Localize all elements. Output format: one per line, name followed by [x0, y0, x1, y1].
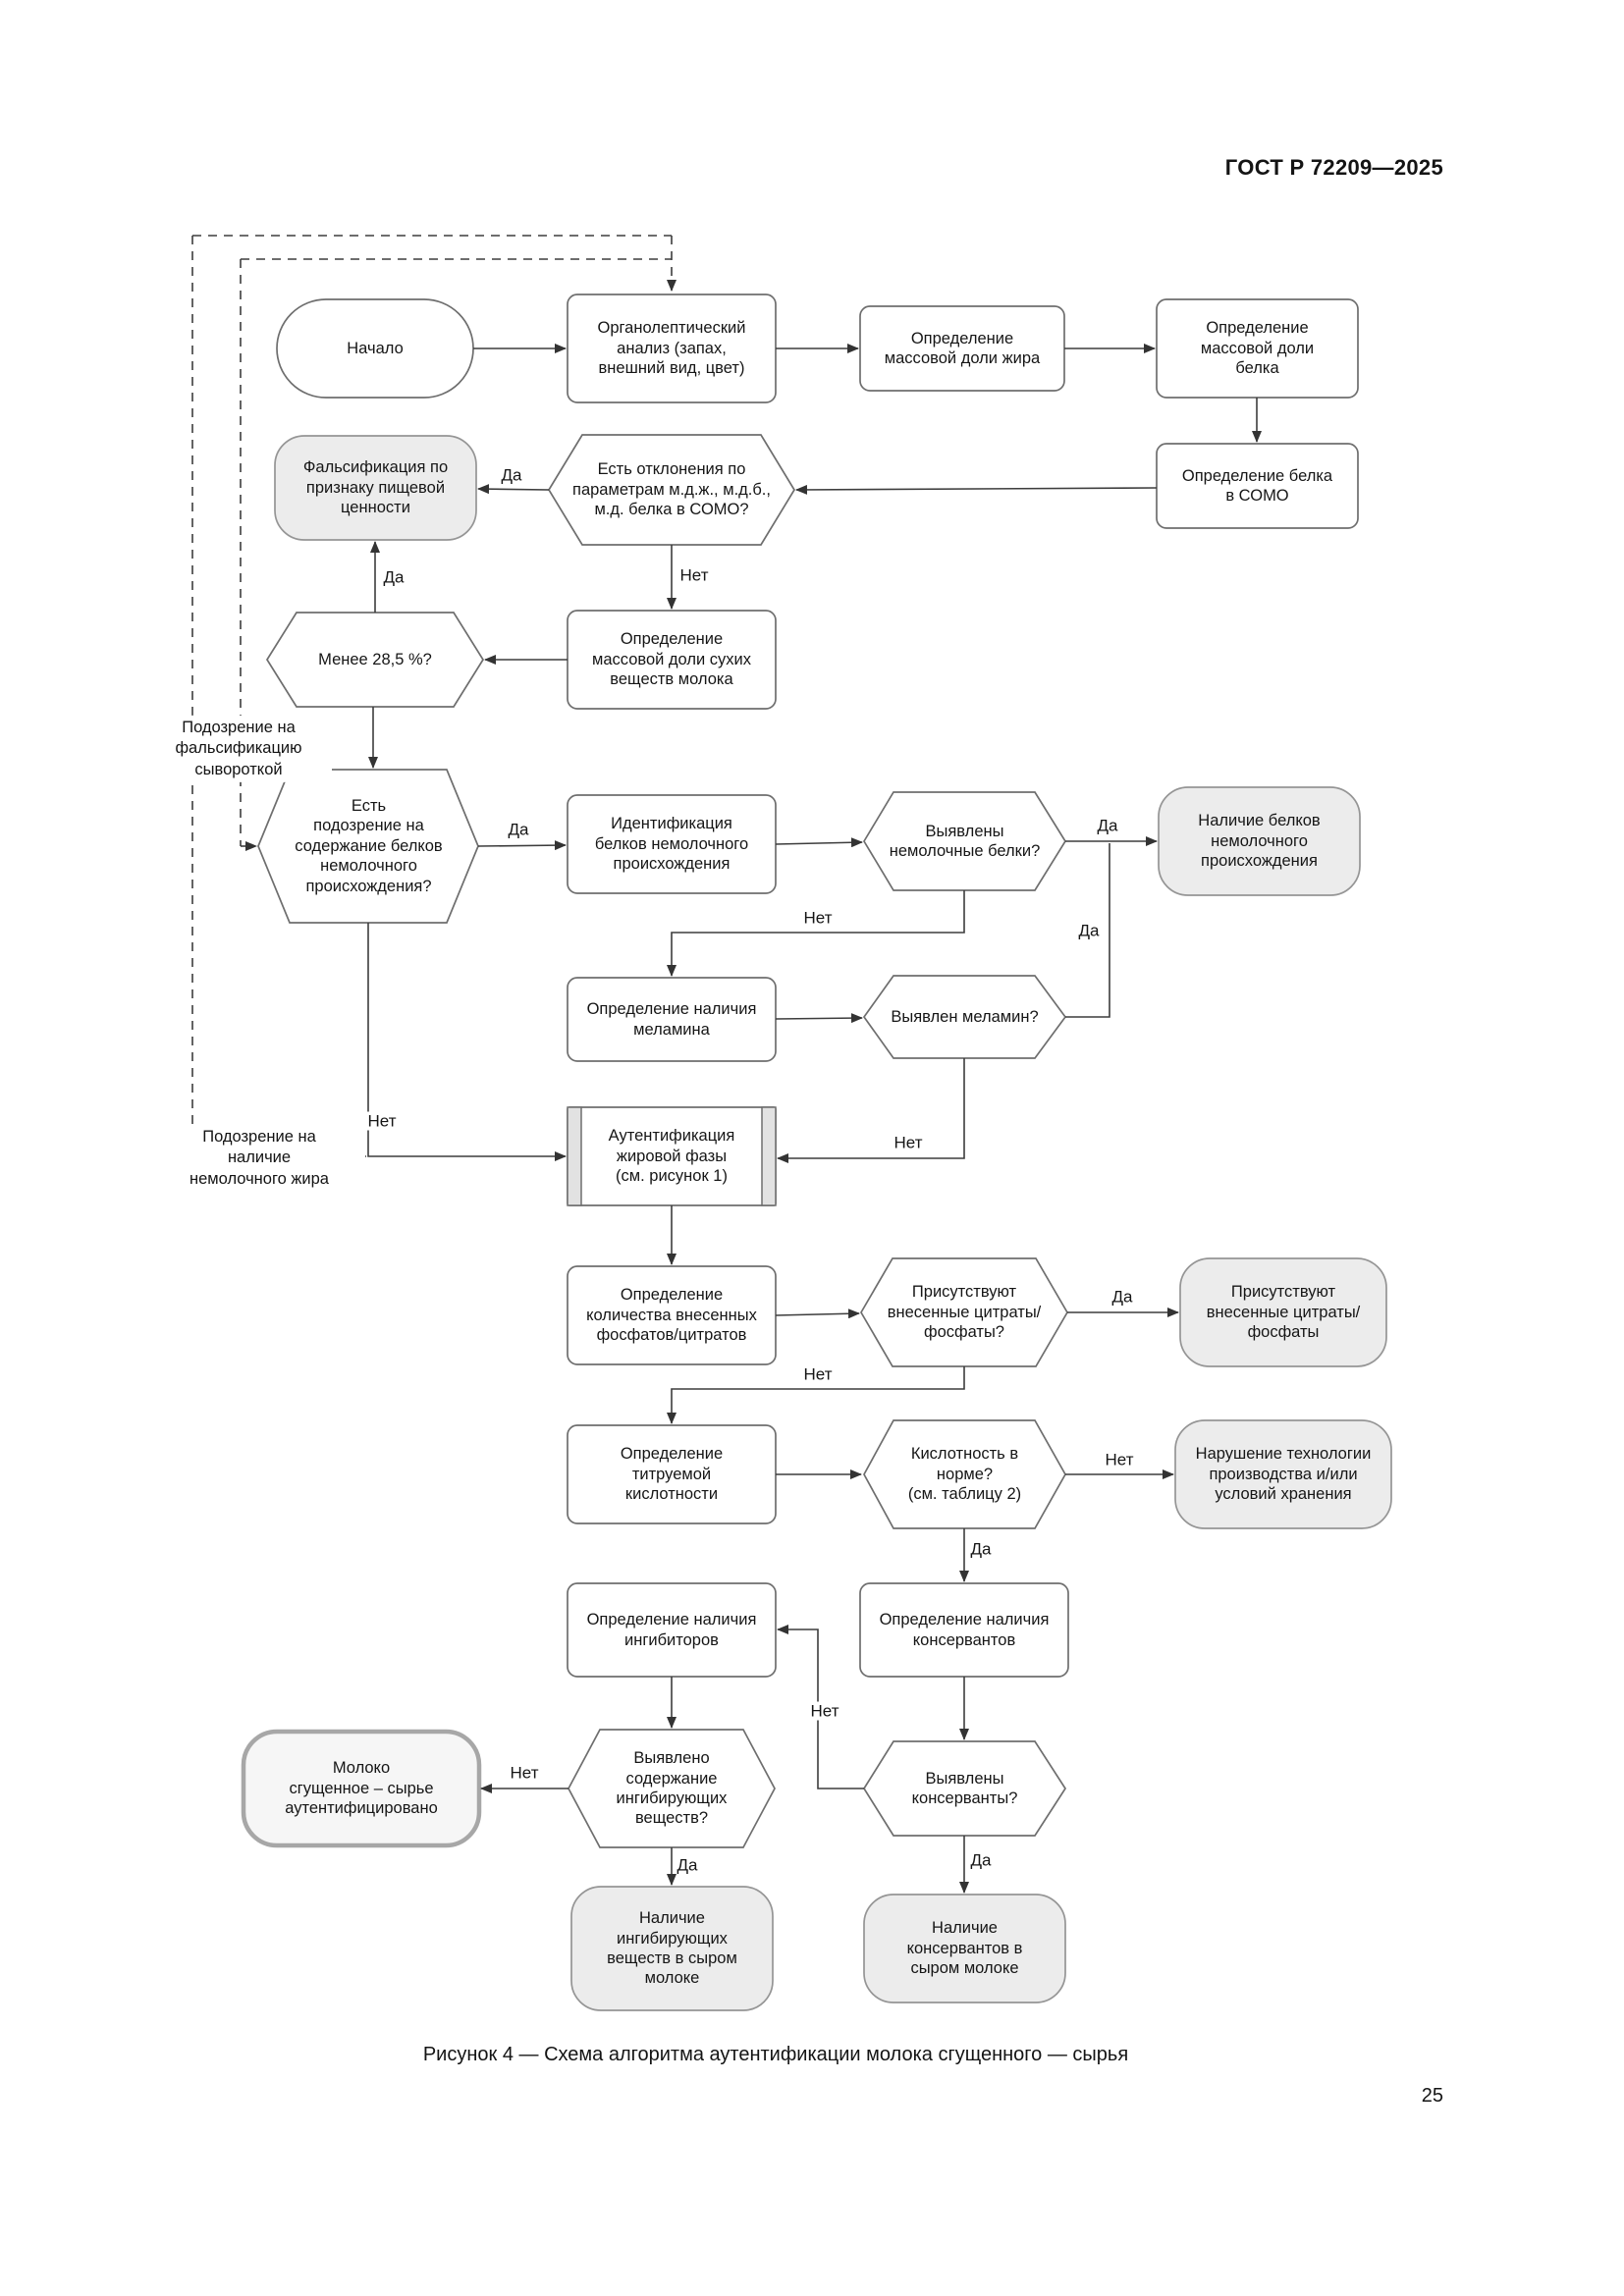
figure-caption: Рисунок 4 — Схема алгоритма аутентификац… — [422, 2044, 1129, 2065]
edge-deviations-falsification-yes — [477, 484, 550, 495]
shape-melamine-det — [567, 977, 777, 1062]
node-protein-mass-determination: Определение массовой доли белка — [1200, 319, 1315, 378]
node-deviations-decision: Есть отклонения по параметрам м.д.ж., м.… — [572, 460, 771, 519]
node-less-285-decision: Менее 28,5 %? — [318, 650, 432, 668]
node-nonmilk-proteins-presence: Наличие белков немолочного происхождения — [1198, 812, 1321, 871]
node-somo-protein-determination: Определение белка в СОМО — [1181, 466, 1333, 505]
edge-label-yes: Да — [677, 1855, 698, 1875]
edge-label-yes: Да — [501, 465, 522, 485]
node-nonmilk-proteins-decision: Выявлены немолочные белки? — [889, 822, 1041, 860]
edge-label-no: Нет — [1105, 1450, 1134, 1469]
shape-phosphates-presence — [1179, 1257, 1387, 1367]
node-phosphates-presence: Присутствуют внесенные цитраты/ фосфаты — [1206, 1283, 1361, 1342]
shape-fat-auth-strip-right — [761, 1106, 777, 1206]
node-dry-mass-determination: Определение массовой доли сухих веществ … — [591, 630, 752, 689]
shape-deviations — [548, 434, 795, 546]
shape-inhibitors-found — [568, 1729, 776, 1848]
shape-falsification-value — [274, 435, 477, 541]
node-protein-identification: Идентификация белков немолочного происхо… — [594, 815, 749, 874]
edge-identification-detected — [775, 837, 863, 848]
edge-melamine-fatauth-no — [777, 1058, 965, 1163]
edge-label-yes: Да — [1078, 921, 1100, 940]
edge-suspicion-fatauth-no — [367, 923, 567, 1161]
node-fat-mass-determination: Определение массовой доли жира — [884, 329, 1041, 367]
node-milk-authenticated: Молоко сгущенное – сырье аутентифицирова… — [285, 1759, 438, 1818]
edge-somo-deviations — [795, 484, 1158, 495]
node-melamine-decision: Выявлен меламин? — [891, 1007, 1039, 1026]
edge-label-yes: Да — [970, 1539, 992, 1559]
node-acidity-determination: Определение титруемой кислотности — [620, 1445, 724, 1504]
edge-label-yes: Да — [508, 820, 529, 839]
edge-phosphates-acidity-no — [667, 1366, 965, 1424]
shape-authenticated — [241, 1729, 482, 1848]
edge-suspicion-identification-yes — [477, 840, 567, 851]
node-falsification-nutritional-value: Фальсификация по признаку пищевой ценнос… — [302, 458, 449, 517]
node-acidity-decision: Кислотность в норме? (см. таблицу 2) — [907, 1445, 1022, 1504]
node-technology-violation: Нарушение технологии производства и/или … — [1195, 1445, 1372, 1504]
shape-tech-violation — [1174, 1419, 1392, 1529]
edge-label-yes: Да — [383, 567, 405, 587]
edge-label-no: Нет — [510, 1763, 539, 1783]
shape-somo-protein — [1156, 443, 1359, 529]
shape-preservatives-presence — [863, 1894, 1066, 2003]
node-fat-phase-authentication: Аутентификация жировой фазы (см. рисунок… — [608, 1127, 735, 1186]
edge-label-yes: Да — [1097, 816, 1118, 835]
shape-preservatives-found — [862, 1740, 1067, 1837]
annotation-suspicion-whey: Подозрение на фальсификацию сывороткой — [145, 715, 332, 783]
edge-label-no: Нет — [803, 1364, 833, 1384]
edge-phosphates-det-found — [775, 1308, 860, 1319]
edge-label-no: Нет — [807, 1701, 842, 1721]
page-number: 25 — [1421, 2085, 1443, 2107]
node-preservatives-presence: Наличие консервантов в сыром молоке — [906, 1919, 1023, 1978]
edge-melamine-det-found — [775, 1013, 863, 1024]
edge-label-no: Нет — [679, 565, 709, 585]
shape-presence-proteins — [1158, 786, 1361, 896]
shape-inhibitors-presence — [570, 1886, 774, 2011]
node-inhibitors-determination: Определение наличия ингибиторов — [586, 1611, 757, 1649]
node-organoleptic-analysis: Органолептический анализ (запах, внешний… — [597, 319, 746, 378]
edge-label-yes: Да — [970, 1850, 992, 1870]
node-phosphates-determination: Определение количества внесенных фосфато… — [586, 1286, 757, 1345]
annotation-suspicion-fat: Подозрение на наличие немолочного жира — [158, 1124, 360, 1193]
standard-reference: ГОСТ Р 72209—2025 — [1224, 155, 1443, 180]
node-phosphates-decision: Присутствуют внесенные цитраты/ фосфаты? — [887, 1283, 1042, 1342]
shape-fat-auth-strip-left — [567, 1106, 582, 1206]
node-inhibitors-presence: Наличие ингибирующих веществ в сыром мол… — [607, 1909, 737, 1988]
edge-label-no: Нет — [364, 1111, 400, 1131]
node-melamine-determination: Определение наличия меламина — [586, 1000, 757, 1039]
edge-melamine-presence-yes — [1065, 843, 1110, 1018]
edge-label-no: Нет — [893, 1133, 923, 1152]
edge-label-yes: Да — [1111, 1287, 1133, 1307]
shape-less-285 — [265, 612, 485, 708]
node-start: Начало — [347, 339, 404, 357]
edge-detected-melamine-no — [667, 890, 965, 977]
node-preservatives-decision: Выявлены консерванты? — [911, 1769, 1018, 1807]
edge-label-no: Нет — [803, 908, 833, 928]
node-suspicion-protein-decision: Есть подозрение на содержание белков нем… — [295, 796, 443, 895]
node-preservatives-determination: Определение наличия консервантов — [879, 1611, 1050, 1649]
node-inhibitors-decision: Выявлено содержание ингибирующих веществ… — [616, 1749, 728, 1828]
